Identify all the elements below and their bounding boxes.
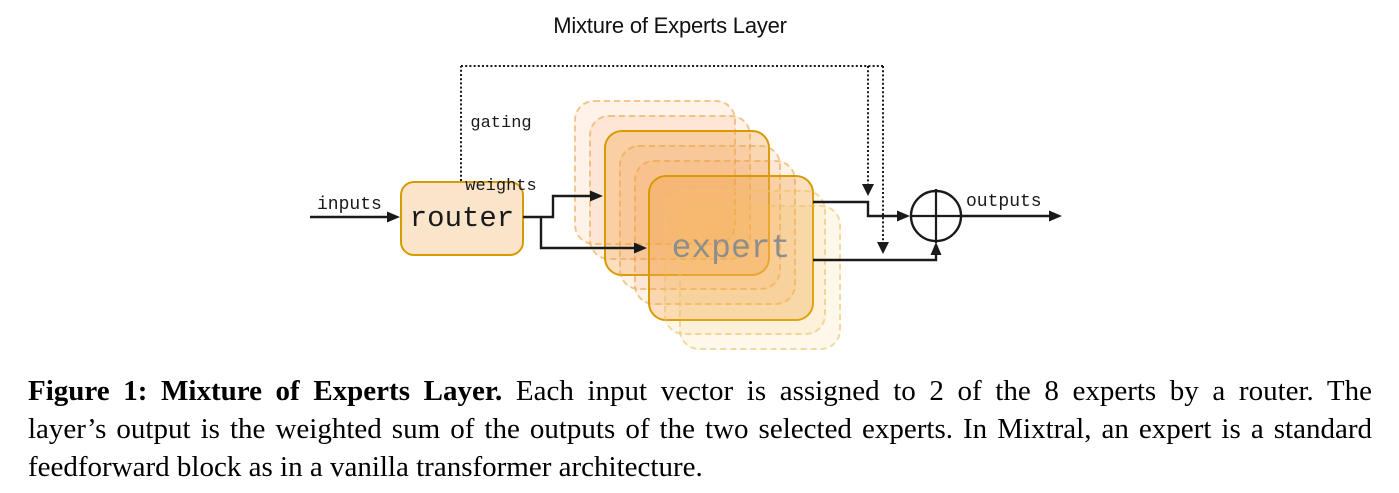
gating-arrowhead-1-icon — [862, 184, 874, 196]
figure-caption: Figure 1: Mixture of Experts Layer. Each… — [28, 372, 1372, 486]
caption-bold-prefix: Figure 1: Mixture of Experts Layer. — [28, 375, 503, 407]
gating-weights-line2: weights — [465, 177, 537, 196]
input-arrowhead-icon — [387, 211, 400, 223]
caption-line-1-rest: Each input vector is assigned to 2 of th… — [502, 375, 1372, 407]
caption-line-2: layer’s output is the weighted sum of th… — [28, 413, 1372, 445]
gating-weights-label: gating weights — [464, 71, 538, 239]
inputs-label: inputs — [317, 195, 382, 215]
sum-node-icon — [909, 189, 963, 243]
output-arrowhead-icon — [1049, 210, 1062, 222]
expert-box-8 — [679, 205, 841, 350]
router-box: router — [400, 181, 524, 256]
sum-left-arrowhead-icon — [897, 210, 910, 222]
sum-bottom-arrowhead-icon — [930, 242, 942, 255]
gating-weights-line1: gating — [470, 114, 532, 133]
gating-arrowhead-2-icon — [877, 242, 889, 254]
caption-line-1: Figure 1: Mixture of Experts Layer. Each… — [28, 372, 1372, 410]
caption-line-3: feedforward block as in a vanilla transf… — [28, 451, 703, 483]
outputs-label: outputs — [966, 192, 1042, 212]
expert-label: expert — [671, 229, 791, 267]
diagram-title: Mixture of Experts Layer — [553, 13, 787, 38]
